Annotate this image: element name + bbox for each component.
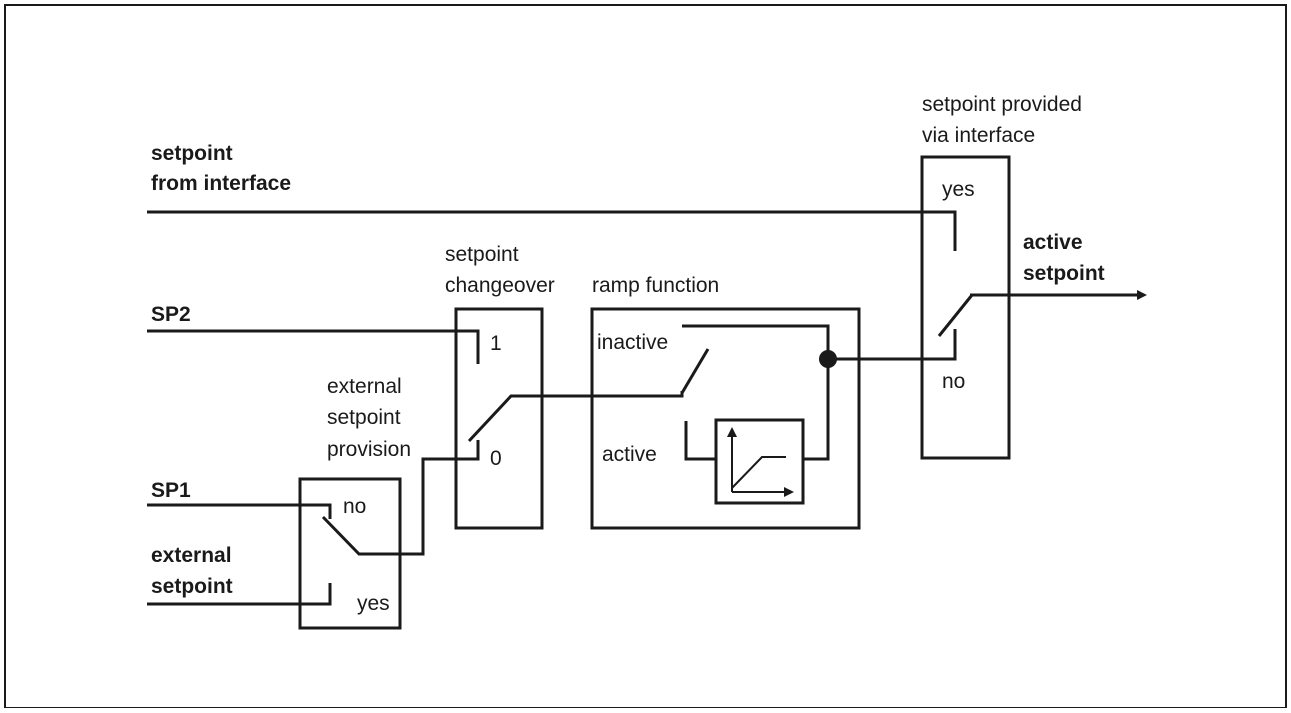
external-provision-title-line3: provision	[327, 438, 411, 461]
external-provision-title-line2: setpoint	[327, 406, 401, 429]
ramp-inactive-path	[682, 324, 830, 461]
changeover-0-label: 0	[490, 447, 502, 470]
sp2-input-line	[147, 329, 480, 364]
ramp-active-contact	[684, 421, 716, 461]
changeover-title-line1: setpoint	[445, 243, 519, 266]
external-setpoint-input-line	[147, 583, 332, 606]
input-label-setpoint-from-interface-line2: from interface	[151, 172, 291, 195]
changeover-title-line2: changeover	[445, 274, 555, 297]
output-label-line1: active	[1023, 231, 1083, 254]
changeover-switch-blade	[467, 391, 684, 443]
input-label-setpoint-from-interface-line1: setpoint	[151, 142, 233, 165]
interface-switch-blade	[937, 294, 974, 337]
input-label-external-setpoint-line2: setpoint	[151, 575, 233, 598]
interface-switch-no-label: no	[942, 370, 965, 393]
interface-switch-box	[920, 155, 1011, 460]
input-label-external-setpoint-line1: external	[151, 544, 232, 567]
ramp-function-box	[590, 307, 861, 530]
input-label-sp2: SP2	[151, 303, 191, 326]
interface-switch-title-line2: via interface	[922, 124, 1035, 147]
setpoint-from-interface-line	[147, 210, 957, 251]
sp1-input-line	[147, 503, 332, 519]
external-provision-switch-blade	[321, 440, 480, 556]
ramp-graph-box	[714, 418, 805, 505]
ramp-graph-icon	[727, 427, 794, 497]
changeover-1-label: 1	[490, 332, 502, 355]
ramp-function-title: ramp function	[592, 274, 719, 297]
ramp-output-line	[828, 329, 957, 361]
external-provision-title-line1: external	[327, 375, 402, 398]
external-provision-no-label: no	[343, 495, 366, 518]
input-label-sp1: SP1	[151, 479, 191, 502]
interface-switch-title-line1: setpoint provided	[922, 93, 1082, 116]
interface-switch-yes-label: yes	[942, 178, 975, 201]
ramp-inactive-label: inactive	[597, 331, 668, 354]
external-provision-yes-label: yes	[357, 592, 390, 615]
output-label-line2: setpoint	[1023, 262, 1105, 285]
changeover-box	[454, 307, 544, 530]
ramp-active-label: active	[602, 443, 657, 466]
ramp-switch-blade	[680, 348, 710, 394]
